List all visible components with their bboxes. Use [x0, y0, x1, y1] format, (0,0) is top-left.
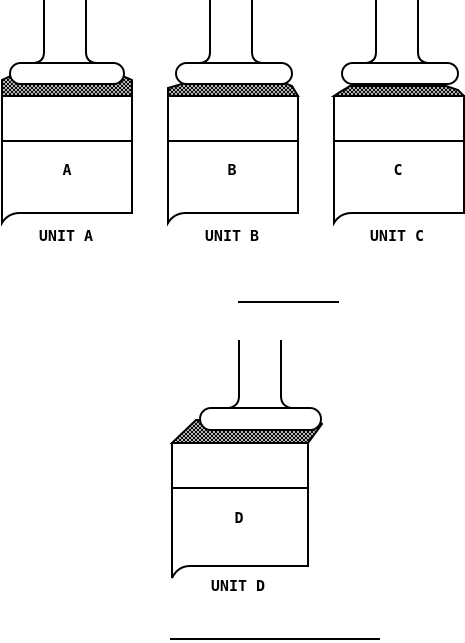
unit-a-stem — [33, 0, 97, 64]
unit-b-caption: UNIT B — [205, 227, 259, 245]
unit-a-body — [1, 95, 133, 227]
unit-a — [0, 0, 133, 227]
unit-c-stem — [365, 0, 429, 64]
unit-b-cap — [175, 62, 293, 85]
unit-b-letter: B — [227, 161, 236, 179]
unit-c-body — [333, 95, 465, 227]
unit-c-cap — [341, 62, 459, 85]
unit-b — [167, 0, 300, 227]
unit-d-body — [171, 442, 309, 579]
unit-b-stem — [199, 0, 263, 64]
unit-b-body — [167, 95, 299, 227]
unit-a-letter: A — [62, 161, 71, 179]
unit-c-seal-hatch — [330, 85, 465, 97]
unit-a-caption: UNIT A — [39, 227, 93, 245]
unit-c-letter: C — [393, 161, 402, 179]
unit-d-caption: UNIT D — [211, 577, 265, 595]
unit-a-cap — [9, 62, 125, 85]
unit-d-letter: D — [234, 509, 243, 527]
unit-d-stem — [228, 340, 292, 409]
unit-c — [330, 0, 465, 227]
unit-c-caption: UNIT C — [370, 227, 424, 245]
unit-d-cap — [199, 407, 322, 431]
unit-d — [169, 340, 324, 579]
